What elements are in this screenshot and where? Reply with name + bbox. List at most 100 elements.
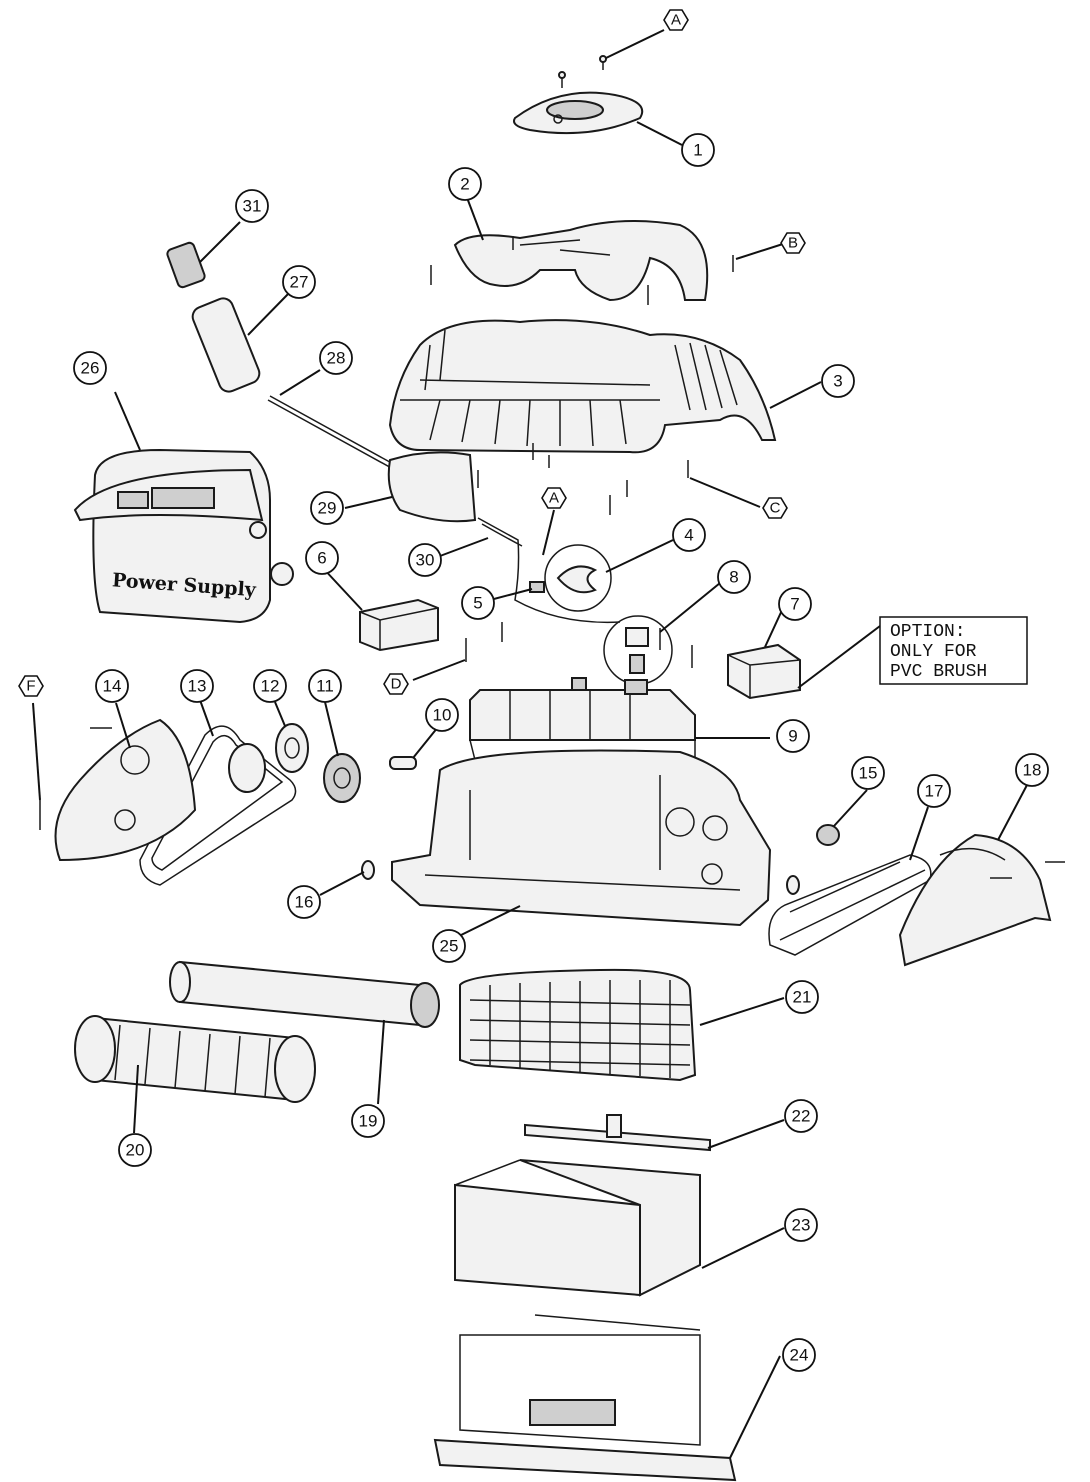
screws-right-plate [990,861,1065,879]
callout-21: 21 [785,980,819,1014]
callout-5: 5 [461,586,495,620]
hex-callout-c: C [762,497,788,519]
part-3-top-housing [388,319,777,454]
callout-18: 18 [1015,753,1049,787]
callout-20: 20 [118,1133,152,1167]
option-note-line2: ONLY FOR [890,642,977,662]
svg-text:B: B [788,235,798,252]
part-7-pvc-block [727,643,801,700]
svg-text:30: 30 [416,551,435,570]
callout-6: 6 [305,541,339,575]
svg-text:11: 11 [316,677,334,696]
callout-29: 29 [310,491,344,525]
svg-text:F: F [26,678,35,695]
callout-3: 3 [821,364,855,398]
svg-text:23: 23 [792,1216,811,1235]
svg-text:24: 24 [790,1346,809,1365]
callout-1: 1 [681,133,715,167]
part-18-right-side-plate [898,833,1052,967]
svg-text:A: A [671,12,681,29]
svg-text:12: 12 [261,677,280,696]
hex-callout-a-mid: A [541,487,567,509]
callout-22: 22 [784,1099,818,1133]
part-10-pin [389,756,417,770]
callout-25: 25 [432,929,466,963]
svg-text:27: 27 [290,273,309,292]
callout-15: 15 [851,756,885,790]
part-26-power-supply: Power Supply [73,448,294,624]
svg-text:31: 31 [243,197,262,216]
screws-housing [477,443,689,515]
part-27-swivel-body [191,297,261,393]
part-20-brush [74,1015,316,1103]
callout-17: 17 [917,774,951,808]
hex-callout-f: F [18,675,44,697]
callout-2: 2 [448,167,482,201]
svg-text:5: 5 [473,594,482,613]
svg-text:18: 18 [1023,761,1042,780]
callout-4: 4 [672,518,706,552]
part-4-propeller [544,544,612,612]
svg-text:13: 13 [188,677,207,696]
svg-text:A: A [549,490,559,507]
callout-23: 23 [784,1208,818,1242]
leader-lines [32,29,1028,1459]
part-6-block [359,598,439,652]
callout-16: 16 [287,885,321,919]
part-31-swivel-connector [166,241,206,289]
callout-8: 8 [717,560,751,594]
callout-31: 31 [235,189,269,223]
callout-13: 13 [180,669,214,703]
part-28-cable [267,395,398,471]
callout-14: 14 [95,669,129,703]
screws-motor [465,622,693,668]
screw-left-plate [39,727,112,830]
callout-19: 19 [351,1104,385,1138]
part-23-filter-cover [454,1159,701,1297]
svg-text:21: 21 [793,988,812,1007]
callout-28: 28 [319,341,353,375]
part-29-side-panel [387,451,477,523]
callout-11: 11 [308,669,342,703]
part-30-strain-relief [477,517,621,624]
svg-text:8: 8 [729,568,738,587]
svg-text:D: D [391,676,402,693]
callout-26: 26 [73,351,107,385]
svg-text:16: 16 [295,893,314,912]
svg-text:26: 26 [81,359,100,378]
callout-7: 7 [778,587,812,621]
part-15-plug [816,824,840,846]
screw-top-left [558,71,566,88]
part-11-small-gear [323,753,361,803]
screw-top-right [599,55,607,70]
part-13-track-belt-left [139,725,297,886]
svg-text:6: 6 [317,549,326,568]
callout-10: 10 [425,698,459,732]
part-16-washer [361,860,375,880]
svg-text:20: 20 [126,1141,145,1160]
svg-text:3: 3 [833,372,842,391]
part-8-motor-shaft [603,615,673,685]
option-note-box: OPTION: ONLY FOR PVC BRUSH [879,616,1028,685]
hex-callout-b: B [780,232,806,254]
part-12-wheel [275,723,309,773]
part-5-clip [529,581,545,593]
part-9-motor-unit [469,677,696,761]
part-25-chassis [391,749,772,927]
part-1-top-cover [513,91,644,135]
svg-text:4: 4 [684,526,693,545]
svg-text:17: 17 [925,782,944,801]
svg-text:25: 25 [440,937,459,956]
part-17-track-belt-right [768,854,932,956]
svg-text:7: 7 [790,595,799,614]
part-22-latch [524,1114,711,1152]
svg-text:9: 9 [788,727,797,746]
option-note-line1: OPTION: [890,622,966,642]
svg-text:14: 14 [103,677,122,696]
svg-text:C: C [770,500,781,517]
callout-30: 30 [408,543,442,577]
svg-text:28: 28 [327,349,346,368]
part-14-left-side-plate [54,718,197,862]
callout-12: 12 [253,669,287,703]
